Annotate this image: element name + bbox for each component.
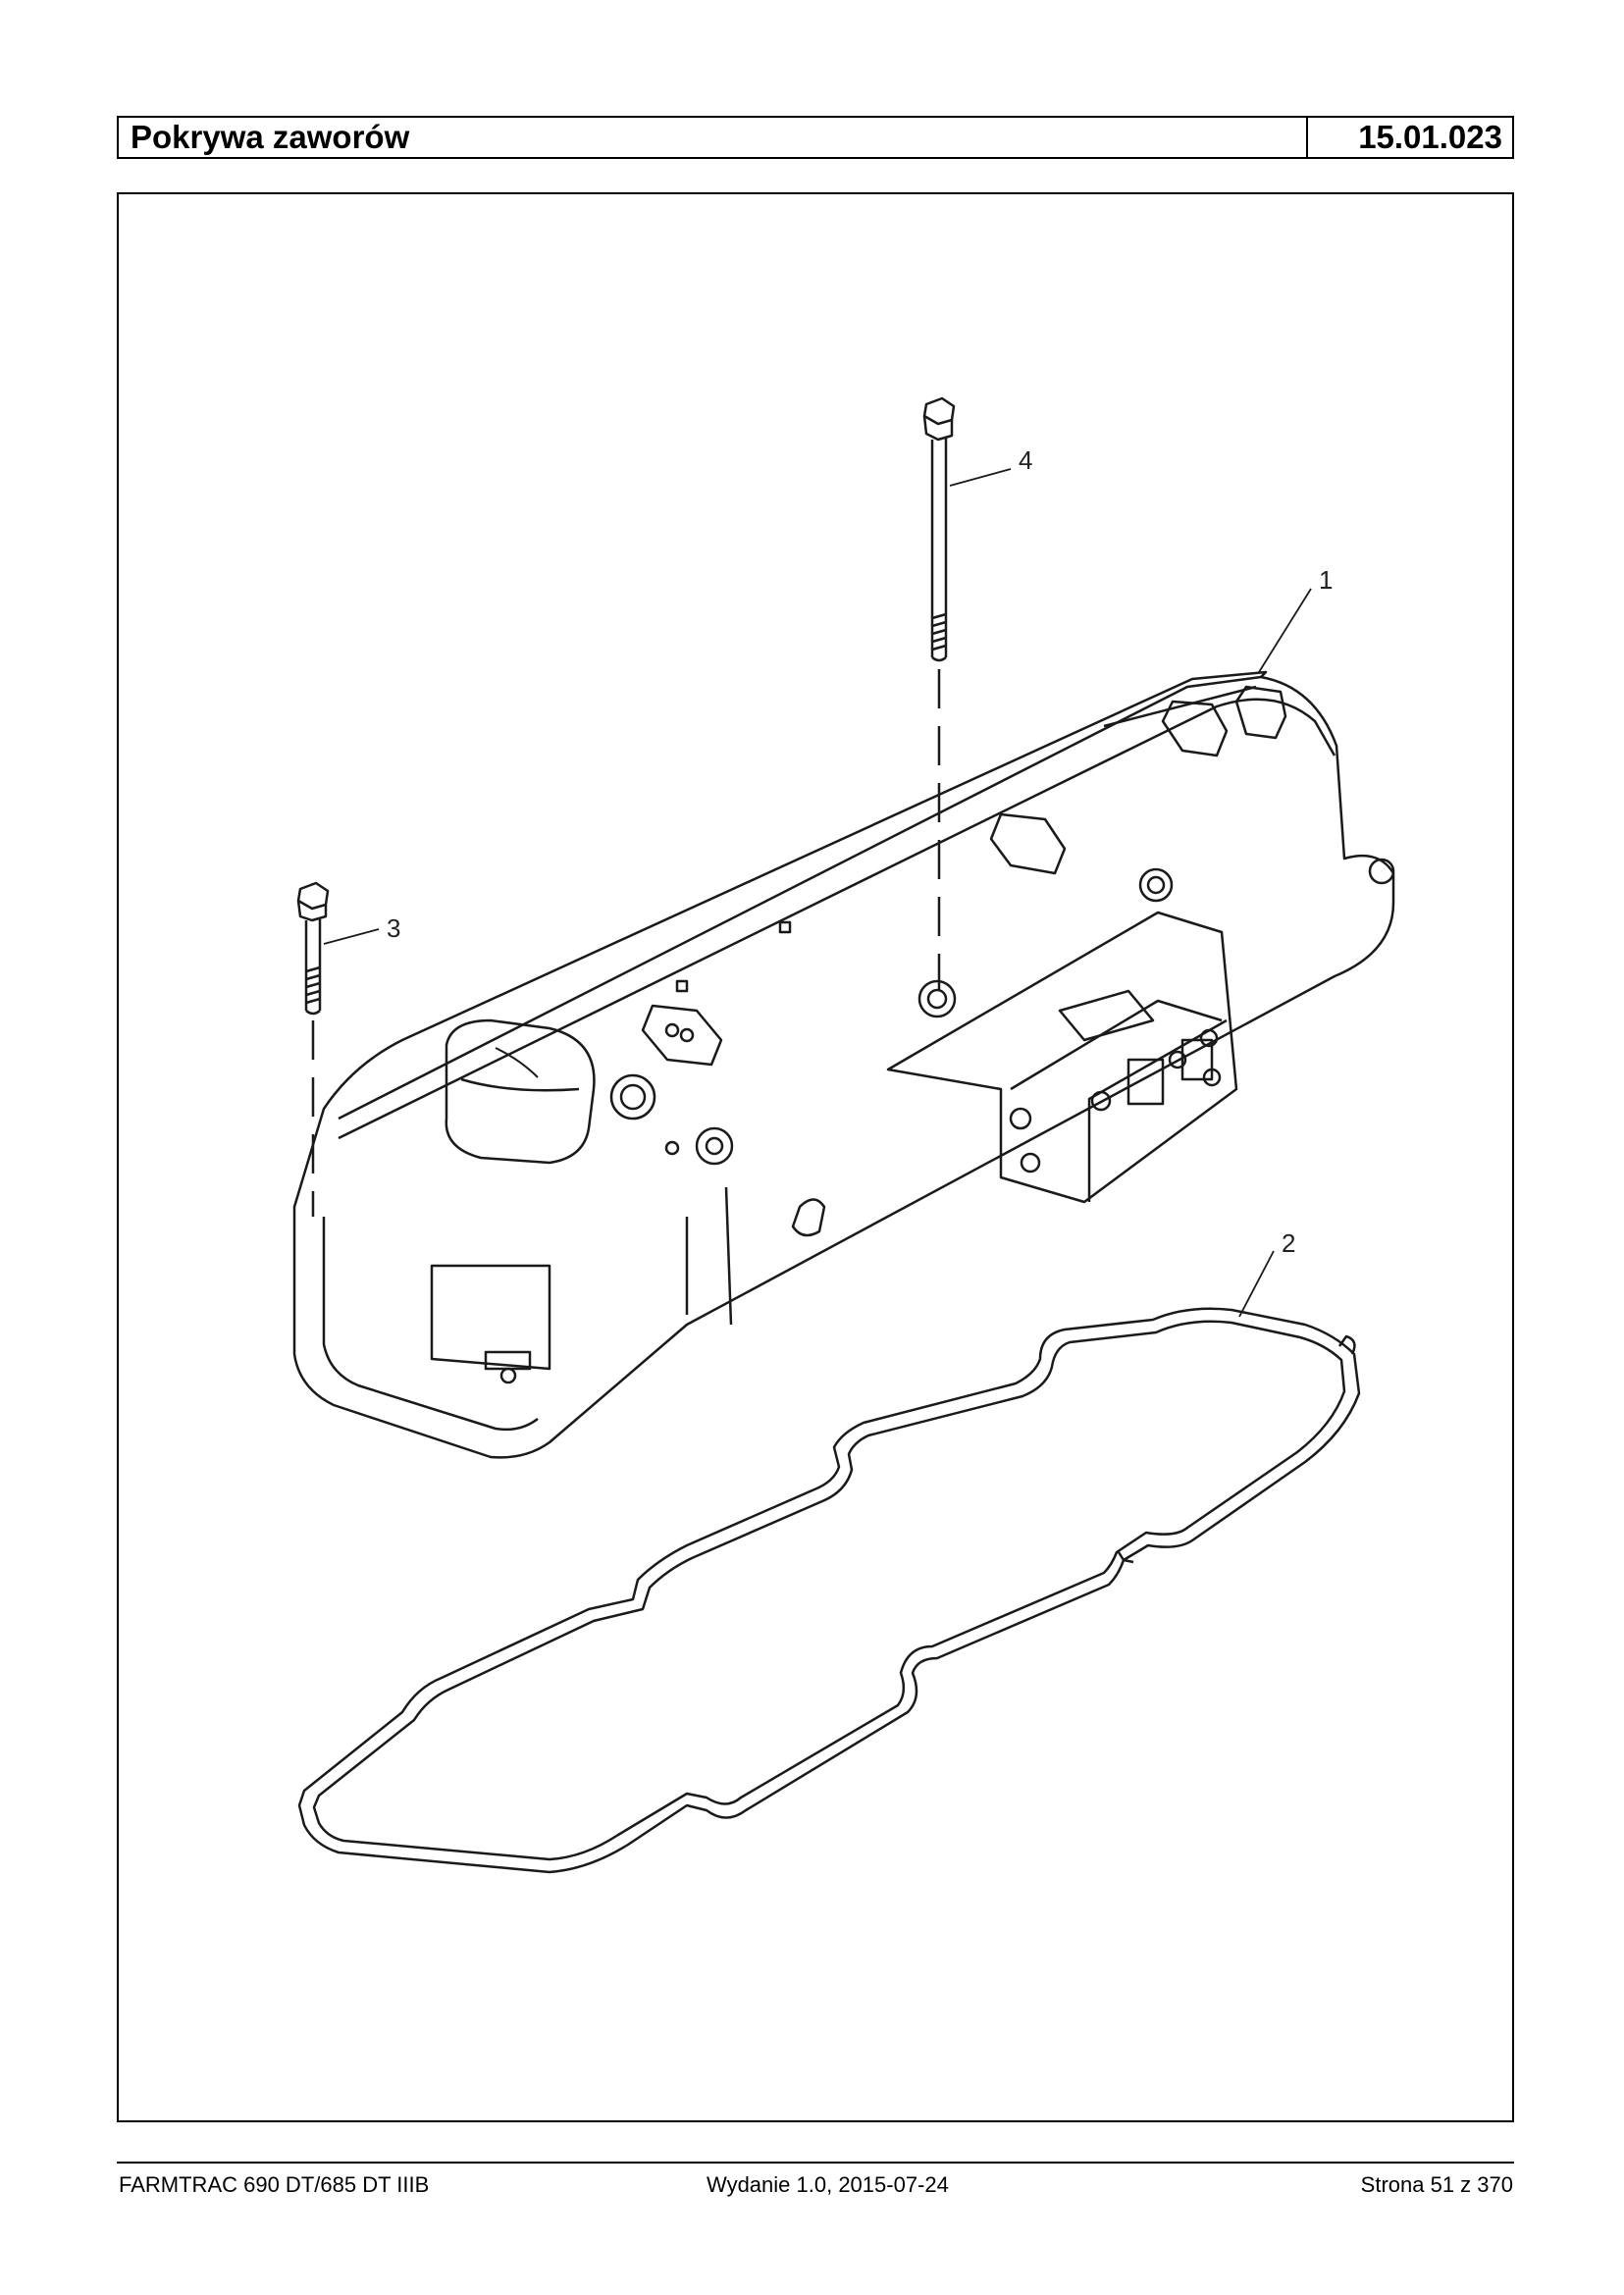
section-code: 15.01.023 bbox=[1358, 119, 1502, 155]
gasket-part bbox=[297, 1307, 1361, 1874]
footer-edition: Wydanie 1.0, 2015-07-24 bbox=[707, 2172, 949, 2197]
drawing-frame bbox=[117, 192, 1514, 2122]
callout-3: 3 bbox=[387, 913, 400, 943]
callout-2: 2 bbox=[1282, 1228, 1295, 1258]
footer-model: FARMTRAC 690 DT/685 DT IIIB bbox=[119, 2172, 430, 2197]
callout-1: 1 bbox=[1319, 565, 1333, 595]
bolt-long-part bbox=[922, 396, 956, 991]
callout-leaders bbox=[323, 468, 1312, 1318]
page-title: Pokrywa zaworów bbox=[119, 118, 1308, 157]
callout-4: 4 bbox=[1019, 445, 1032, 475]
footer-page-number: Strona 51 z 370 bbox=[1360, 2172, 1513, 2197]
title-bar: Pokrywa zaworów 15.01.023 bbox=[117, 116, 1514, 159]
bolt-short-part bbox=[296, 881, 330, 1217]
valve-cover-part bbox=[292, 670, 1395, 1459]
footer-divider bbox=[117, 2162, 1514, 2164]
